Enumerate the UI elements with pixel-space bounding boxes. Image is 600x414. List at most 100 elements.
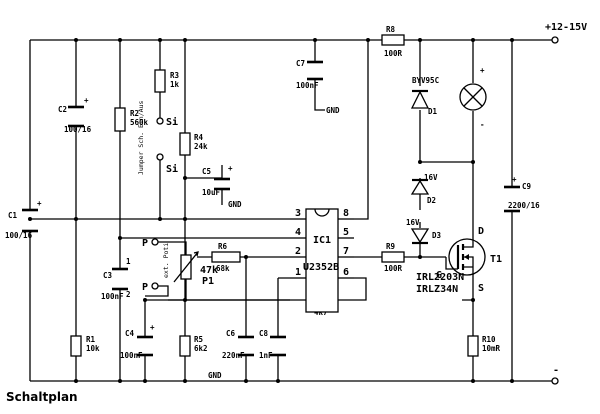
diode-d2 [410,178,430,195]
c5-value: 10uF [202,188,221,197]
p-upper-label: P [142,238,148,249]
c5-name: C5 [202,167,211,176]
p1-wiper [173,251,199,283]
r9-value: 100R [384,264,403,273]
capacitor-c7 [307,60,323,81]
c9-name: C9 [522,182,532,191]
r6-value: 68k [216,264,230,273]
p-lower-label: P [142,282,148,293]
jumper-contact-bottom [156,153,164,161]
lamp-icon [459,83,487,111]
t1-source: S [478,283,484,294]
c9-value: 2200/16 [508,201,540,210]
resistor-r8 [381,34,405,46]
si-top-label: Si [166,116,178,128]
d1-value: BYV95C [412,76,439,85]
r2-value: 560k [130,118,149,127]
ic1-pin4: 4 [295,227,301,238]
jumper-contact-top [156,117,164,125]
resistor-r4 [179,132,191,156]
resistor-r1 [70,335,82,357]
capacitor-c1 [22,208,38,233]
d3-name: D3 [432,231,442,240]
r8-name: R8 [386,25,396,34]
r8-value: 100R [384,49,403,58]
terminal-negative [551,377,559,385]
r2-name: R2 [130,109,139,118]
r4-value: 24k [194,142,208,151]
c5-gnd: GND [228,200,242,209]
supply-positive-label: +12-15V [545,22,587,33]
r3-value: 1k [170,80,180,89]
ext-poti-label: ext. Poti [162,243,170,278]
resistor-r6 [211,251,241,263]
r9-name: R9 [386,242,396,251]
r4-name: R4 [194,133,204,142]
c7-gnd: GND [326,106,340,115]
ext-poti-terminal-top [151,238,159,246]
r5-value: 6k2 [194,344,208,353]
p1-name: P1 [202,276,214,287]
c4-value: 100nF [120,351,143,360]
t1-gate: G [436,270,442,281]
r5-name: R5 [194,335,203,344]
ic1-notch [314,208,330,217]
ic1-pin3: 3 [295,208,301,219]
resistor-r10 [467,335,479,357]
resistor-r9 [381,251,405,263]
mosfet-t1 [445,235,486,278]
c1-plus: + [37,199,42,208]
caption-title: Schaltplan [6,390,78,404]
c2-name: C2 [58,105,67,114]
capacitor-c6 [238,335,254,357]
ic1-pin1: 1 [295,267,301,278]
ic1-pin2: 2 [295,246,301,257]
ic1-body [305,208,339,313]
c4-name: C4 [125,329,135,338]
lamp-plus: + [480,66,485,75]
r10-value: 10mR [482,344,501,353]
diode-d3 [410,228,430,245]
t1-name: T1 [490,254,502,265]
capacitor-c5 [214,177,230,191]
c3-pin2: 2 [126,290,131,299]
resistor-r2 [114,107,126,132]
ic1-name: IC1 [313,235,331,246]
ic1-pin6: 6 [343,267,349,278]
t1-drain: D [478,226,484,237]
ic1-pin8: 8 [343,208,349,219]
c1-name: C1 [8,211,18,220]
capacitor-c4 [137,335,153,357]
c6-name: C6 [226,329,236,338]
ic1-pin7: 7 [343,246,349,257]
ic1-type: U2352B [303,262,339,273]
capacitor-c8 [270,335,286,357]
d2-name: D2 [427,196,436,205]
r1-name: R1 [86,335,96,344]
capacitor-c2 [68,105,84,128]
resistor-r3 [154,69,166,93]
c3-pin1: 1 [126,257,131,266]
si-bottom-label: Si [166,163,178,175]
c9-plus: + [512,175,517,184]
supply-negative-label: - [553,365,559,376]
c3-value: 100nF [101,292,124,301]
diode-d1 [410,89,430,109]
c3-name: C3 [103,271,113,280]
capacitor-c3 [112,267,128,291]
c1-value: 100/16 [5,231,33,240]
ext-poti-terminal-bottom [151,282,159,290]
r6-name: R6 [218,242,228,251]
ic1-pin5: 5 [343,227,349,238]
c6-value: 220nF [222,351,245,360]
c7-name: C7 [296,59,305,68]
p1-value: 47k [200,265,218,276]
t1-part2: IRLZ34N [416,284,458,295]
d2-value: 16V [424,173,438,182]
lamp-minus: - [480,120,485,129]
resistor-r5 [179,335,191,357]
jumper-label: Jumper Sch. Ein/Aus [137,101,145,175]
t1-part1: IRL2203N [416,272,464,283]
